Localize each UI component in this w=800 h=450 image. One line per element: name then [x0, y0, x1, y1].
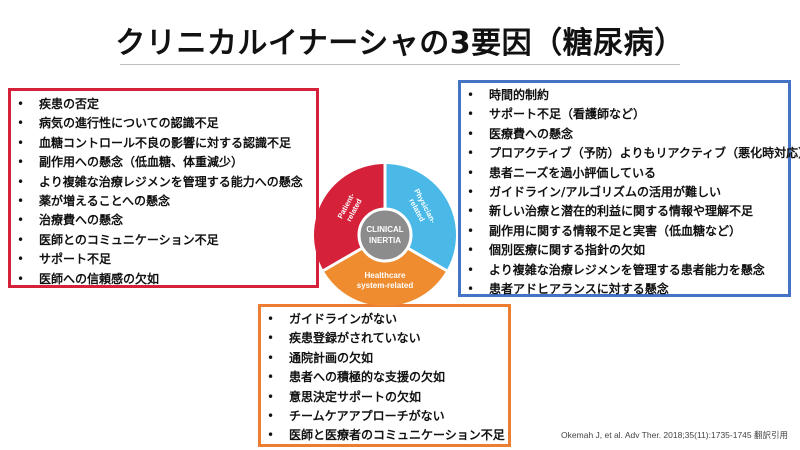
list-item: ガイドライン/アルゴリズムの活用が難しい — [461, 183, 788, 203]
list-item: ガイドラインがない — [261, 310, 508, 330]
list-item: 病気の進行性についての認識不足 — [11, 114, 316, 134]
wheel-center-label: CLINICAL — [366, 225, 403, 234]
list-item: サポート不足（看護師など） — [461, 105, 788, 125]
citation-text: Okemah J, et al. Adv Ther. 2018;35(11):1… — [561, 430, 788, 440]
clinical-inertia-wheel: CLINICAL INERTIA Patient- related Physic… — [313, 164, 457, 307]
list-item: 医師への信頼感の欠如 — [11, 270, 316, 290]
list-item: 疾患登録がされていない — [261, 329, 508, 349]
list-item: 時間的制約 — [461, 86, 788, 106]
wheel-system-label: Healthcare — [365, 271, 406, 280]
list-item: より複雑な治療レジメンを管理する患者能力を懸念 — [461, 261, 788, 281]
list-item: 通院計画の欠如 — [261, 349, 508, 369]
list-item: 血糖コントロール不良の影響に対する認識不足 — [11, 134, 316, 154]
physician-factors-list: 時間的制約サポート不足（看護師など）医療費への懸念プロアクティブ（予防）よりもリ… — [461, 86, 800, 300]
list-item: 副作用への懸念（低血糖、体重減少） — [11, 153, 316, 173]
page-title: クリニカルイナーシャの3要因（糖尿病） — [115, 26, 685, 61]
list-item: サポート不足 — [11, 250, 316, 270]
list-item: 意思決定サポートの欠如 — [261, 388, 508, 408]
wheel-center-label: INERTIA — [369, 236, 401, 245]
list-item: 患者ニーズを過小評価している — [461, 164, 788, 184]
list-item: 医師と医療者のコミュニケーション不足 — [261, 426, 508, 446]
list-item: より複雑な治療レジメンを管理する能力への懸念 — [11, 173, 316, 193]
list-item: 薬が増えることへの懸念 — [11, 192, 316, 212]
list-item: 副作用に関する情報不足と実害（低血糖など） — [461, 222, 788, 242]
list-item: 患者アドヒアランスに対する懸念 — [461, 280, 788, 300]
list-item: チームケアアプローチがない — [261, 407, 508, 427]
wheel-system-label: system-related — [357, 281, 414, 290]
wheel-center — [357, 207, 413, 263]
list-item: 患者への積極的な支援の欠如 — [261, 368, 508, 388]
physician-factors-box: 時間的制約サポート不足（看護師など）医療費への懸念プロアクティブ（予防）よりもリ… — [458, 80, 800, 300]
list-item: 医師とのコミュニケーション不足 — [11, 231, 316, 251]
list-item: 医療費への懸念 — [461, 125, 788, 145]
patient-factors-list: 疾患の否定病気の進行性についての認識不足血糖コントロール不良の影響に対する認識不… — [11, 95, 316, 289]
list-item: 疾患の否定 — [11, 95, 316, 115]
title-divider — [120, 64, 680, 65]
list-item: 個別医療に関する指針の欠如 — [461, 241, 788, 261]
list-item: 治療費への懸念 — [11, 211, 316, 231]
system-factors-list: ガイドラインがない疾患登録がされていない通院計画の欠如患者への積極的な支援の欠如… — [261, 310, 508, 446]
list-item: 新しい治療と潜在的利益に関する情報や理解不足 — [461, 202, 788, 222]
system-factors-box: ガイドラインがない疾患登録がされていない通院計画の欠如患者への積極的な支援の欠如… — [258, 304, 511, 447]
patient-factors-box: 疾患の否定病気の進行性についての認識不足血糖コントロール不良の影響に対する認識不… — [8, 88, 319, 289]
list-item: プロアクティブ（予防）よりもリアクティブ（悪化時対応） — [461, 144, 800, 164]
